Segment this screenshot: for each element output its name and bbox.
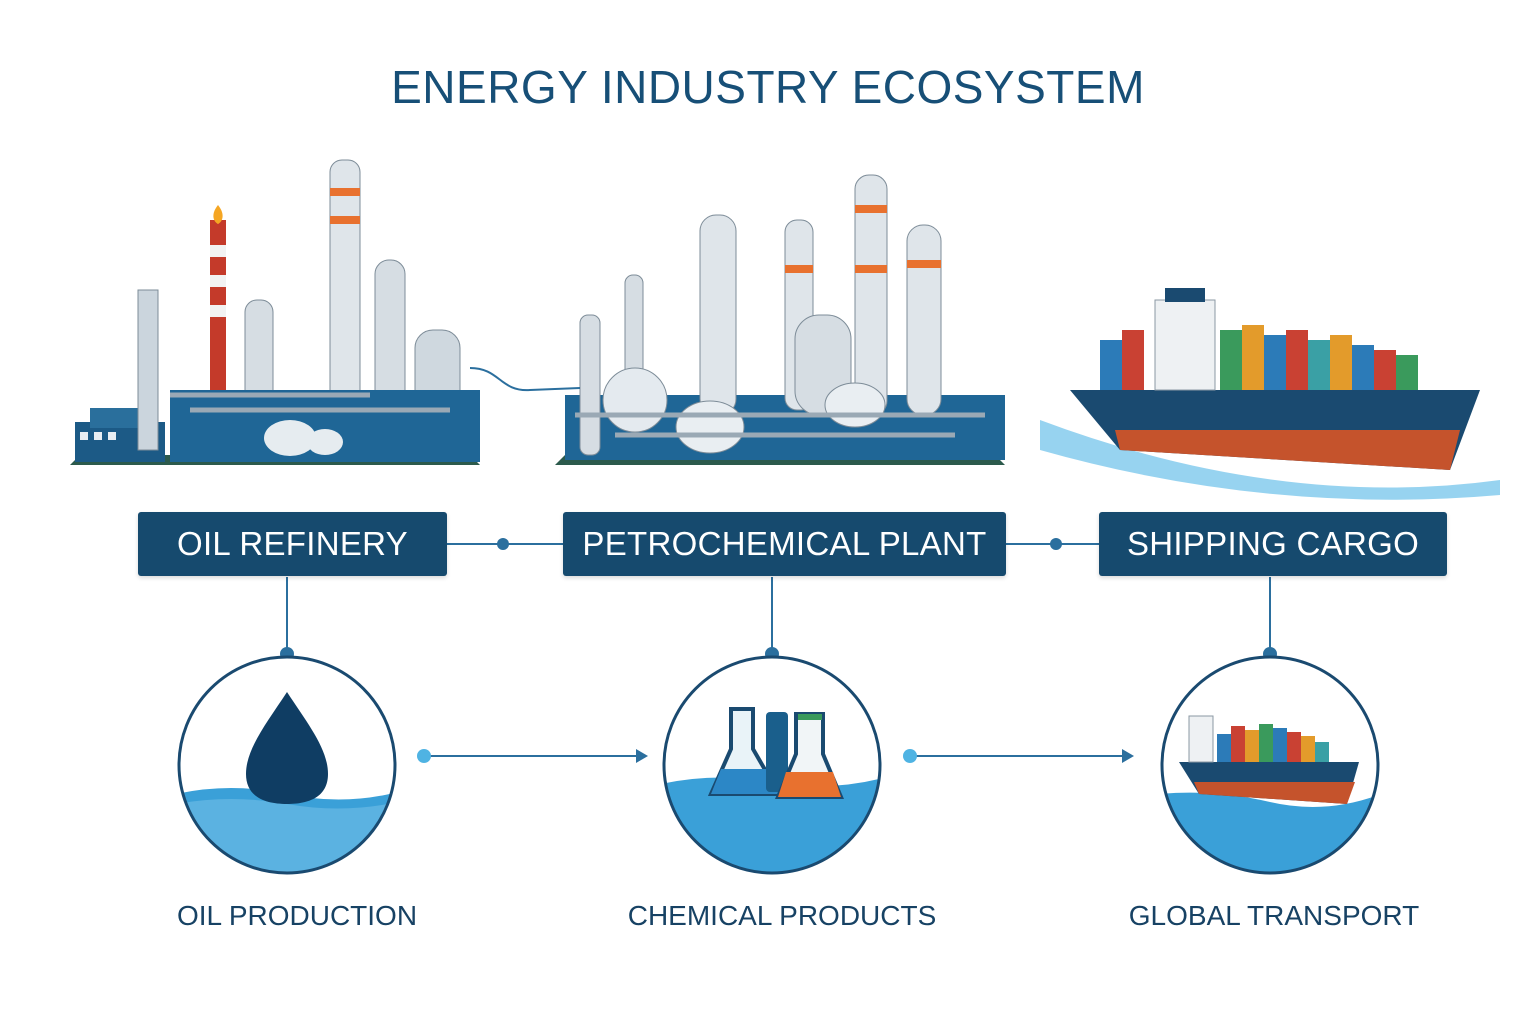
caption-global-transport: GLOBAL TRANSPORT bbox=[1128, 900, 1420, 931]
petrochemical-plant-illustration bbox=[555, 174, 1005, 465]
cargo-ship-illustration bbox=[1040, 288, 1500, 500]
oil-drop-icon bbox=[177, 655, 397, 875]
stage-box-shipping-cargo: SHIPPING CARGO bbox=[1099, 512, 1447, 576]
stage-box-petrochemical-plant: PETROCHEMICAL PLANT bbox=[563, 512, 1006, 576]
stage-label: SHIPPING CARGO bbox=[1126, 525, 1420, 562]
pipe-connector bbox=[470, 367, 580, 392]
stage-box-oil-refinery: OIL REFINERY bbox=[138, 512, 447, 576]
stage-label: PETROCHEMICAL PLANT bbox=[582, 525, 987, 562]
stage-label: OIL REFINERY bbox=[177, 525, 408, 562]
flask-icon bbox=[662, 655, 882, 875]
oil-refinery-illustration bbox=[70, 159, 480, 465]
cargo-ship-icon bbox=[1160, 655, 1380, 875]
page-title: ENERGY INDUSTRY ECOSYSTEM bbox=[391, 61, 1145, 113]
caption-oil-production: OIL PRODUCTION bbox=[176, 900, 418, 931]
caption-chemical-products: CHEMICAL PRODUCTS bbox=[627, 900, 937, 931]
